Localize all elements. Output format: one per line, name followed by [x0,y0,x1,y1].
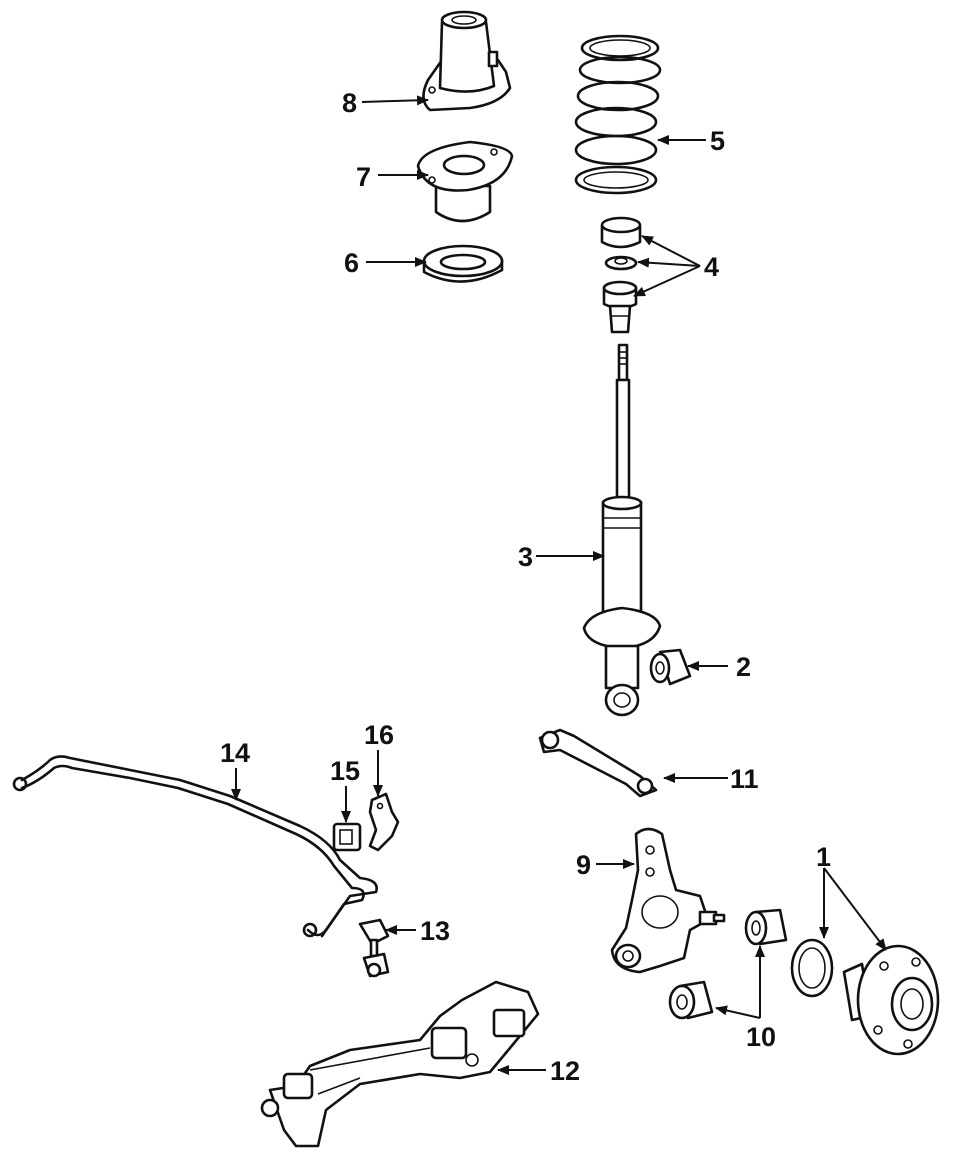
part-4-bump-stop-set [600,216,642,334]
part-11-lateral-link [538,728,658,798]
callout-1: 1 [816,842,831,872]
part-15-bar-bushing [332,822,362,852]
part-3-shock-absorber [582,343,662,717]
callout-11: 11 [730,764,759,794]
callout-8: 8 [342,88,357,118]
callout-5: 5 [710,126,725,156]
callout-2: 2 [736,652,751,682]
callout-7: 7 [356,162,371,192]
callout-10: 10 [746,1022,776,1052]
leader-lines [231,95,887,1075]
callout-9: 9 [576,850,591,880]
part-1-hub-bearing [790,938,940,1056]
callout-16: 16 [364,720,394,750]
part-12-trailing-arm [260,980,540,1148]
part-8-upper-mount [422,10,512,112]
part-14-stabilizer-bar [12,755,378,938]
callout-15: 15 [330,756,360,786]
callout-labels: 1 2 3 4 5 6 7 8 9 10 11 12 13 14 15 16 [220,88,831,1086]
callout-14: 14 [220,738,250,768]
callout-13: 13 [420,916,450,946]
part-16-bar-bracket [368,792,400,852]
part-10-knuckle-bushings [668,908,788,1020]
callout-3: 3 [518,542,533,572]
callout-4: 4 [704,252,719,282]
part-13-stabilizer-link [358,918,390,978]
part-2-bushing [649,648,692,686]
part-6-spring-seat [422,244,504,283]
part-5-coil-spring [574,34,662,195]
part-9-knuckle [610,827,726,974]
callout-6: 6 [344,248,359,278]
part-7-mount-plate [416,140,514,223]
callout-12: 12 [550,1056,580,1086]
